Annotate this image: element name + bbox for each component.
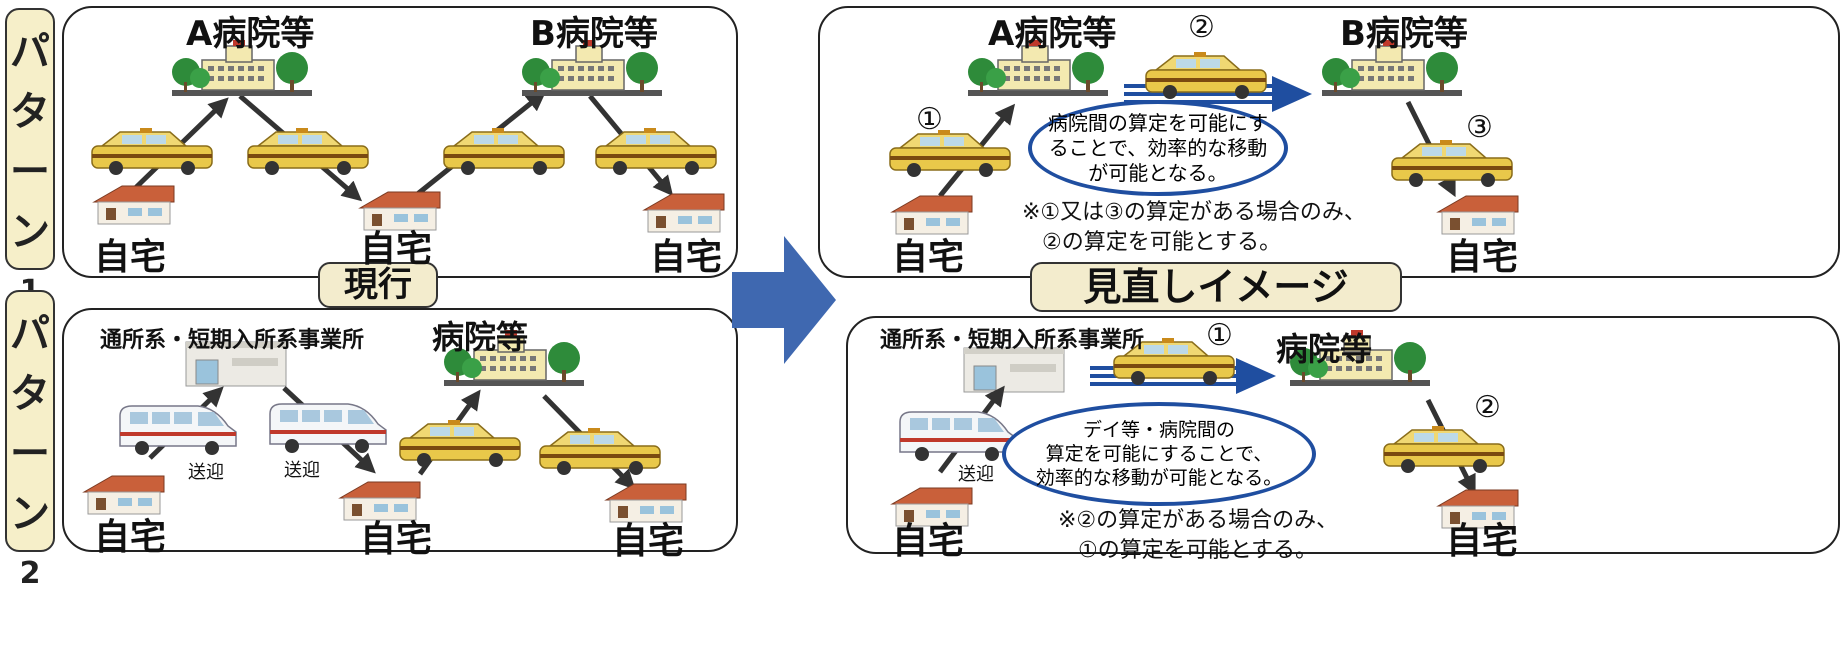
hospital-a-label: A病院等 [186, 14, 315, 54]
pattern1-char: パ [10, 29, 50, 75]
right-top-panel [818, 6, 1840, 278]
oval-line: が可能となる。 [1088, 160, 1228, 185]
facility-label: 通所系・短期入所系事業所 [100, 328, 365, 353]
hospital-b-label: B病院等 [1340, 14, 1468, 54]
home-label: 自宅 [94, 237, 167, 278]
big-right-arrow-icon [732, 236, 836, 364]
pickup-label: 送迎 [188, 462, 224, 483]
pattern2-char: パ [10, 311, 50, 357]
taxi-icon [1145, 51, 1267, 100]
marker-3: ③ [1466, 110, 1493, 145]
review-label: 見直しイメージ [1030, 262, 1402, 312]
home-label: 自宅 [360, 519, 433, 560]
hospital-label: 病院等 [1276, 330, 1373, 368]
taxi-icon [595, 127, 717, 176]
footnote-line: ※①又は③の算定がある場合のみ、 [1022, 200, 1366, 225]
home-label: 自宅 [892, 521, 965, 562]
pattern2-char: 2 [19, 556, 41, 591]
marker-1: ① [916, 102, 943, 137]
taxi-icon [889, 129, 1011, 178]
pickup-label: 送迎 [284, 460, 320, 481]
oval-note: デイ等・病院間の 算定を可能にすることで、 効率的な移動が可能となる。 [1002, 402, 1316, 506]
home-label: 自宅 [650, 237, 723, 278]
pattern2-label: パ タ ー ン 2 [5, 290, 55, 591]
pattern1-char: ン [10, 209, 50, 255]
taxi-icon [1383, 425, 1505, 474]
oval-line: 病院間の算定を可能にす [1047, 110, 1269, 135]
pattern2-char: ン [10, 491, 50, 537]
marker-2: ② [1474, 390, 1501, 425]
hospital-b-label: B病院等 [530, 14, 658, 54]
facility-icon [963, 347, 1065, 393]
taxi-icon [91, 127, 213, 176]
marker-2: ② [1188, 10, 1215, 45]
van-icon [899, 411, 1017, 462]
home-label: 自宅 [1446, 521, 1519, 562]
facility-label: 通所系・短期入所系事業所 [880, 328, 1145, 353]
oval-line: デイ等・病院間の [1082, 419, 1235, 441]
footnote-line: ②の算定を可能とする。 [1042, 230, 1282, 255]
transfer-arrow [1236, 358, 1276, 394]
oval-note: 病院間の算定を可能にす ることで、効率的な移動 が可能となる。 [1028, 100, 1288, 196]
pattern1-char: タ [10, 89, 50, 135]
oval-line: 算定を可能にすることで、 [1045, 443, 1273, 465]
hospital-a-label: A病院等 [988, 14, 1117, 54]
taxi-icon [1391, 139, 1513, 188]
marker-1: ① [1206, 318, 1233, 353]
pattern2-char: ー [10, 431, 50, 477]
taxi-icon [399, 419, 521, 468]
taxi-icon [247, 127, 369, 176]
transfer-arrow [1272, 76, 1312, 112]
house-icon [643, 193, 725, 233]
footnote-line: ①の算定を可能とする。 [1078, 538, 1318, 563]
footnote: ※②の算定がある場合のみ、 ①の算定を可能とする。 [1058, 506, 1338, 566]
home-label: 自宅 [94, 517, 167, 558]
taxi-icon [539, 427, 661, 476]
home-label: 自宅 [360, 229, 433, 270]
oval-line: ることで、効率的な移動 [1048, 135, 1268, 160]
home-label: 自宅 [612, 521, 685, 562]
pattern1-char: ー [10, 149, 50, 195]
hospital-label: 病院等 [432, 318, 529, 356]
home-label: 自宅 [1446, 237, 1519, 278]
footnote-line: ※②の算定がある場合のみ、 [1058, 508, 1339, 533]
pickup-label: 送迎 [958, 464, 994, 485]
home-label: 自宅 [892, 237, 965, 278]
current-label: 現行 [318, 262, 438, 308]
van-icon [269, 403, 387, 454]
oval-line: 効率的な移動が可能となる。 [1035, 467, 1283, 489]
footnote: ※①又は③の算定がある場合のみ、 ②の算定を可能とする。 [1022, 198, 1366, 258]
pattern2-char: タ [10, 371, 50, 417]
taxi-icon [443, 127, 565, 176]
van-icon [119, 405, 237, 456]
house-icon [93, 185, 175, 225]
